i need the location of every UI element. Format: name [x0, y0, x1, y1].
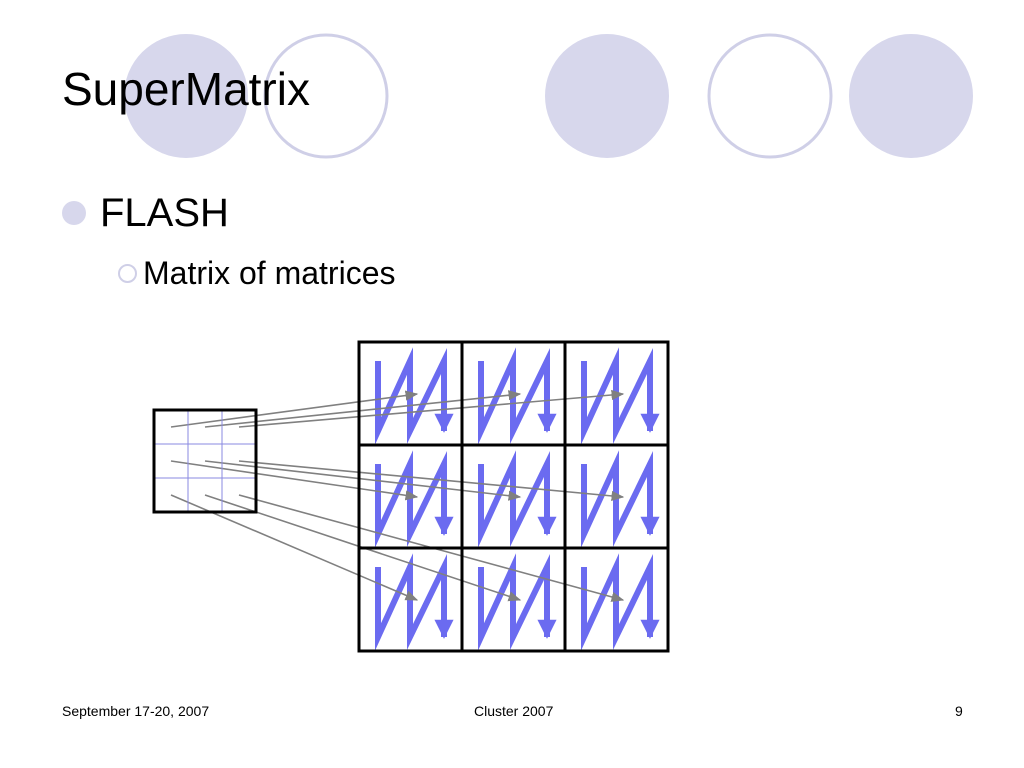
small-matrix — [152, 408, 258, 514]
zigzag-arrow-block-0-0 — [375, 347, 454, 445]
large-matrix-block-2-2 — [563, 546, 670, 653]
small-matrix-border — [152, 408, 258, 514]
mapping-arrow-1-0 — [170, 460, 419, 501]
decorative-circles — [124, 33, 973, 159]
filled-circle-bullet-icon — [62, 201, 86, 225]
sub-bullet-matrix-of-matrices: Matrix of matrices — [118, 254, 395, 292]
deco-circle-outline-2 — [707, 33, 833, 159]
zigzag-arrow-block-2-0 — [375, 553, 454, 651]
deco-circle-filled-2 — [545, 34, 669, 158]
mapping-arrow-1-1 — [204, 460, 522, 501]
zigzag-arrow-block-1-1 — [478, 450, 557, 548]
sub-bullet-text: Matrix of matrices — [143, 255, 396, 291]
footer-date: September 17-20, 2007 — [62, 703, 210, 719]
hollow-circle-bullet-icon — [118, 263, 137, 283]
footer-event: Cluster 2007 — [474, 703, 554, 719]
zigzag-arrow-block-2-1 — [478, 553, 557, 651]
bullet-flash: FLASH — [62, 191, 229, 235]
zigzag-arrow-block-0-1 — [478, 347, 557, 445]
deco-circle-outline-1 — [263, 33, 389, 159]
deco-circle-filled-3 — [849, 34, 973, 158]
large-matrix-grid — [357, 340, 670, 653]
zigzag-arrow-block-2-2 — [581, 553, 660, 651]
deco-circle-filled-1 — [124, 34, 248, 158]
bullet-text: FLASH — [100, 191, 229, 235]
mapping-arrow-0-0 — [170, 390, 419, 428]
mapping-arrow-0-2 — [238, 389, 625, 428]
mapping-arrow-1-2 — [238, 460, 625, 502]
zigzag-arrow-block-1-2 — [581, 450, 660, 548]
slide-title: SuperMatrix — [62, 63, 310, 115]
footer-page-number: 9 — [955, 703, 963, 719]
